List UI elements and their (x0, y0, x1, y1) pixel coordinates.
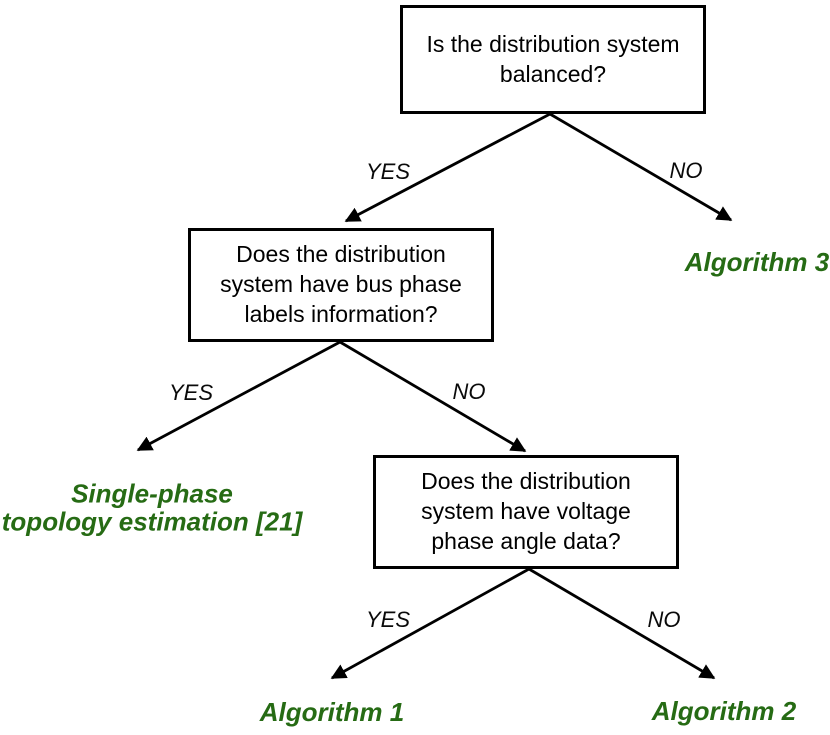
edge-q2-yes-arrow (136, 340, 341, 452)
edge-q1-yes-arrow (344, 112, 551, 223)
decision-node-text-line: Does the distribution (236, 241, 446, 268)
decision-node-text-line: labels information? (244, 300, 438, 327)
edge-label-q1-yes: YES (365, 159, 411, 184)
decision-node-text-line: system have bus phase (220, 271, 462, 298)
decision-node-balanced: Is the distribution system balanced? (400, 5, 706, 114)
edge-label-q3-yes: YES (365, 607, 411, 632)
edge-label-q2-yes: YES (168, 380, 214, 405)
decision-node-bus-phase-labels: Does the distribution system have bus ph… (188, 228, 494, 342)
decision-node-text-line: Is the distribution system (426, 30, 680, 57)
outcome-algorithm-3: Algorithm 3 (684, 247, 830, 278)
edge-q2-no-arrow (339, 340, 527, 453)
outcome-algorithm-1: Algorithm 1 (259, 697, 405, 728)
outcome-text-line: topology estimation [21] (1, 506, 303, 536)
outcome-algorithm-2: Algorithm 2 (651, 696, 797, 727)
edge-q3-yes-arrow (330, 567, 530, 680)
edge-label-q3-no: NO (647, 607, 681, 632)
edge-label-q2-no: NO (452, 379, 486, 404)
decision-node-text-line: phase angle data? (431, 527, 621, 554)
decision-node-text-line: Does the distribution (421, 468, 631, 495)
outcome-single-phase-topology-estimation: Single-phase topology estimation [21] (2, 480, 302, 535)
edge-q3-no-arrow (528, 567, 716, 680)
decision-node-voltage-phase-angle: Does the distribution system have voltag… (373, 455, 679, 569)
decision-node-text-line: balanced? (499, 60, 607, 87)
edge-label-q1-no: NO (669, 158, 703, 183)
outcome-text-line: Single-phase (71, 478, 233, 509)
decision-node-text-line: system have voltage (421, 498, 631, 525)
edge-q1-no-arrow (549, 112, 733, 222)
